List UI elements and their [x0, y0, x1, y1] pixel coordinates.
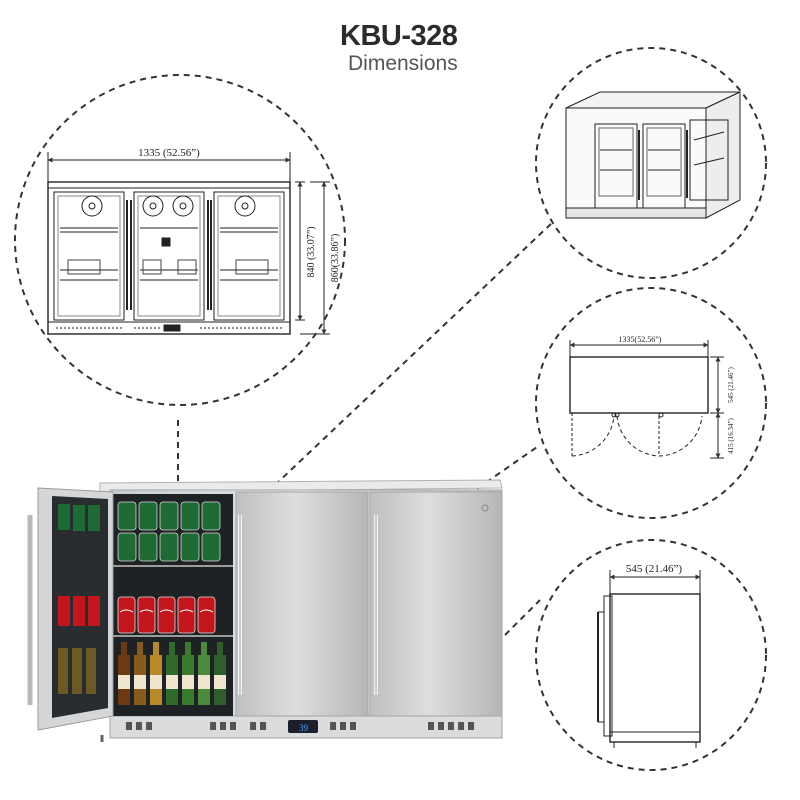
product-photo: 39 [27, 479, 503, 742]
side-view-drawing [597, 570, 701, 748]
front-view-drawing [47, 152, 330, 335]
dimensions-subtitle: Dimensions [348, 52, 458, 75]
perspective-callout-circle [535, 47, 767, 279]
side-depth-label: 545 (21.46”) [626, 563, 683, 575]
door-swing-label: 415 (16.34”) [727, 417, 735, 453]
front-height-label-860: 860(33.86”) [330, 234, 341, 283]
perspective-drawing [565, 91, 741, 219]
connector-side [504, 599, 541, 636]
top-depth-label: 545 (21.46”) [727, 366, 735, 402]
side-view-callout-circle [535, 539, 767, 771]
temperature-display: 39 [299, 723, 309, 733]
top-view-callout-circle [535, 287, 767, 519]
front-width-label: 1335 (52.56”) [138, 147, 200, 159]
front-height-label-840: 840 (33.07”) [306, 226, 317, 277]
model-title: KBU-328 [340, 20, 458, 52]
connector-perspective [274, 221, 554, 486]
top-width-label: 1335(52.56”) [619, 335, 662, 344]
top-view-drawing [569, 340, 724, 459]
front-view-callout-circle [14, 74, 346, 406]
